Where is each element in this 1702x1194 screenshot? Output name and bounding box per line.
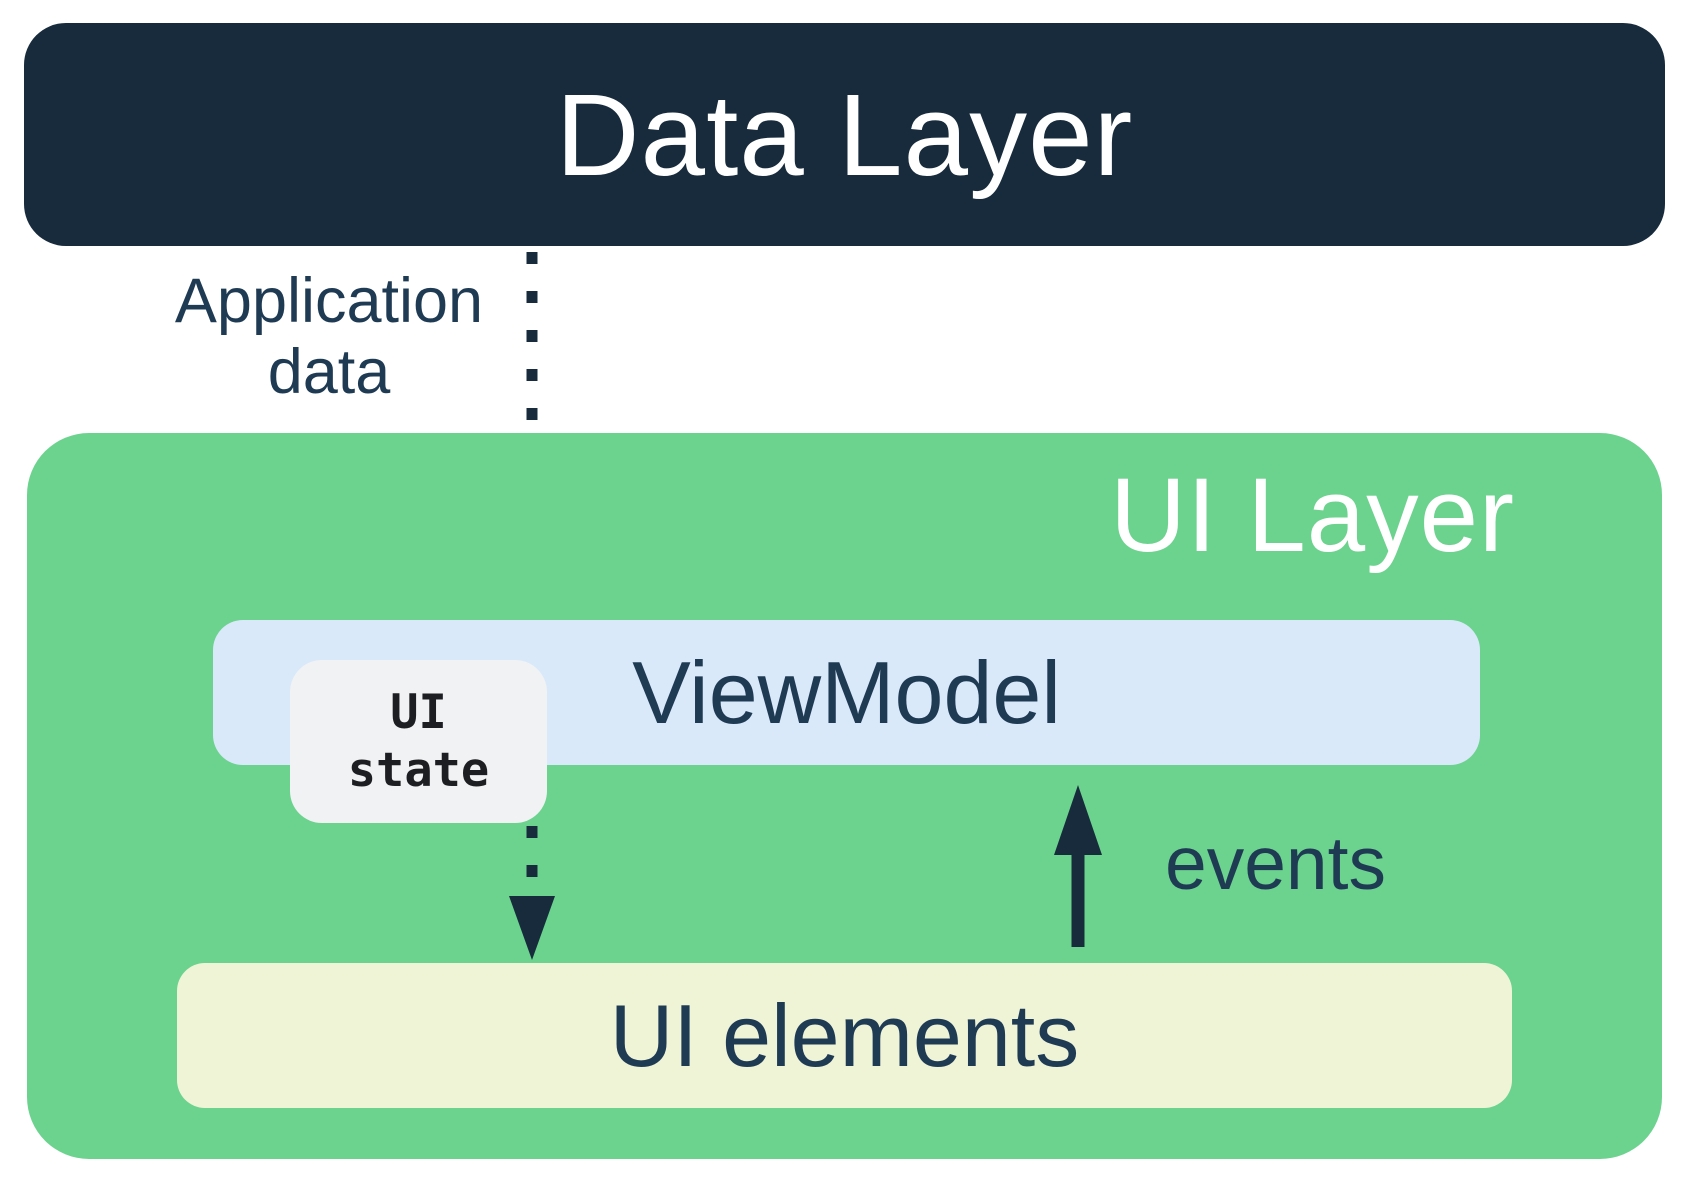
ui-elements-label: UI elements xyxy=(609,985,1080,1085)
data-layer-box: Data Layer xyxy=(24,23,1665,246)
viewmodel-label: ViewModel xyxy=(632,642,1061,742)
ui-elements-box: UI elements xyxy=(177,963,1512,1108)
events-arrow-icon xyxy=(1054,785,1102,949)
application-data-line2: data xyxy=(267,337,391,407)
data-layer-label: Data Layer xyxy=(555,69,1134,200)
ui-state-line2: state xyxy=(347,742,490,798)
application-data-label: Application data xyxy=(129,266,529,408)
events-label: events xyxy=(1165,821,1386,905)
ui-layer-label: UI Layer xyxy=(1110,457,1515,574)
ui-state-chip: UI state xyxy=(290,660,547,823)
ui-state-flow-arrow-icon xyxy=(508,822,556,962)
ui-state-line1: UI xyxy=(390,684,447,740)
application-data-line1: Application xyxy=(174,266,484,336)
